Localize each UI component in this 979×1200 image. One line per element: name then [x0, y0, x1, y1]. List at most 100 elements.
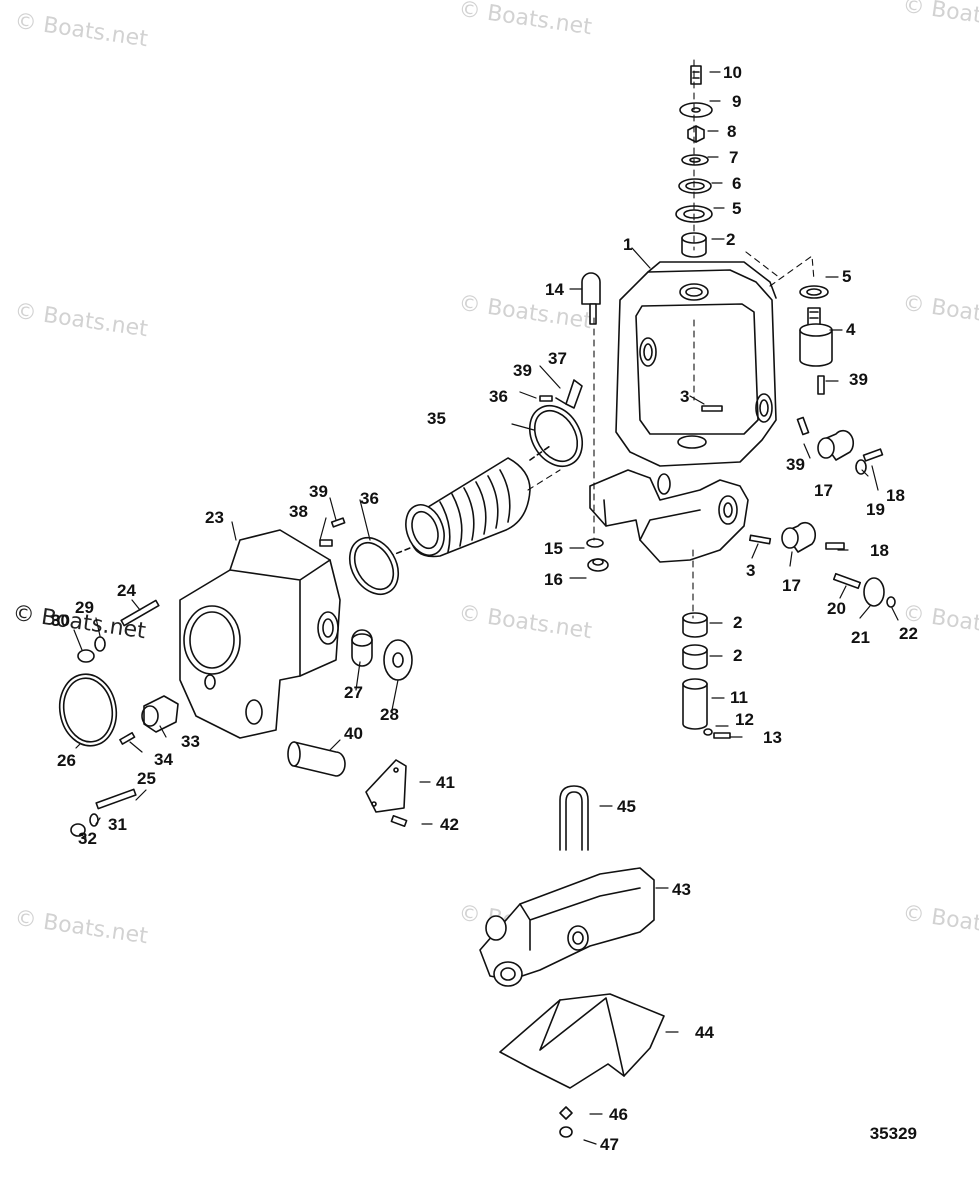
washer-28 [383, 639, 413, 681]
callout-23: 23 [205, 508, 224, 527]
bushing-2-lower-a [682, 612, 708, 638]
callout-9: 9 [732, 92, 742, 111]
screw-13 [713, 732, 731, 739]
callout-17: 17 [814, 481, 833, 500]
clamp-36-upper [528, 405, 584, 467]
callout-39: 39 [849, 370, 868, 389]
fitting-33 [141, 695, 179, 733]
callout-17: 17 [782, 576, 801, 595]
callout-2: 2 [733, 613, 743, 632]
seal-5-right [799, 285, 829, 299]
nut-32 [70, 823, 86, 837]
callout-20: 20 [827, 599, 846, 618]
callout-5: 5 [842, 267, 852, 286]
bushing-17-lower [781, 521, 817, 553]
screw-39-b [796, 416, 810, 436]
screw-3-lower [749, 534, 772, 545]
callout-39: 39 [309, 482, 328, 501]
callout-43: 43 [672, 880, 691, 899]
callout-11: 11 [730, 688, 748, 707]
screw-18-lower [825, 542, 845, 550]
callout-34: 34 [154, 750, 173, 769]
callout-3: 3 [680, 387, 690, 406]
washer-21 [863, 577, 885, 607]
washer-46 [559, 1106, 573, 1120]
washer-9 [679, 102, 713, 118]
callout-3: 3 [746, 561, 756, 580]
leader-lines [73, 71, 899, 1145]
screw-39-right [817, 375, 825, 395]
nut-8 [687, 125, 705, 143]
callout-30: 30 [51, 611, 70, 630]
bellows-35 [405, 457, 531, 558]
housing-43 [479, 867, 655, 987]
callout-45: 45 [617, 797, 636, 816]
screw-10 [690, 65, 702, 85]
nut-30 [77, 649, 95, 663]
screw-18-upper [862, 448, 884, 462]
bell-housing-23 [179, 529, 341, 739]
callout-1: 1 [623, 235, 633, 254]
callout-13: 13 [763, 728, 782, 747]
callout-39: 39 [786, 455, 805, 474]
pin-11 [682, 678, 708, 730]
bushing-17-upper [817, 429, 855, 461]
callout-25: 25 [137, 769, 156, 788]
callout-2: 2 [726, 230, 736, 249]
callout-14: 14 [545, 280, 564, 299]
callout-28: 28 [380, 705, 399, 724]
callout-22: 22 [899, 624, 918, 643]
callout-41: 41 [436, 773, 455, 792]
u-bolt-45 [559, 785, 589, 851]
figure-number: 35329 [869, 1124, 917, 1143]
callout-4: 4 [846, 320, 856, 339]
callout-42: 42 [440, 815, 459, 834]
screw-42 [390, 814, 408, 828]
pin-4 [799, 307, 833, 367]
callout-5: 5 [732, 199, 742, 218]
callout-10: 10 [723, 63, 742, 82]
pin-40 [287, 741, 346, 777]
callout-47: 47 [600, 1135, 619, 1154]
washer-7 [681, 154, 709, 166]
callout-24: 24 [117, 581, 136, 600]
washer-15 [586, 538, 604, 548]
callout-18: 18 [870, 541, 889, 560]
callout-12: 12 [735, 710, 754, 729]
center-lines [527, 59, 815, 619]
washer-19 [855, 459, 867, 475]
callout-7: 7 [729, 148, 739, 167]
callout-35: 35 [427, 409, 446, 428]
callout-44: 44 [695, 1023, 714, 1042]
callout-27: 27 [344, 683, 363, 702]
bushing-2-lower-b [682, 644, 708, 670]
callout-16: 16 [544, 570, 563, 589]
callout-15: 15 [544, 539, 563, 558]
nut-47 [559, 1126, 573, 1138]
callout-37: 37 [548, 349, 567, 368]
callout-8: 8 [727, 122, 737, 141]
screw-20 [832, 572, 862, 590]
pin-14 [581, 272, 601, 325]
nut-22 [886, 596, 896, 608]
callout-18: 18 [886, 486, 905, 505]
nut-16 [587, 558, 609, 572]
gimbal-ring-1 [589, 261, 777, 563]
stud-24 [120, 599, 160, 627]
callout-19: 19 [866, 500, 885, 519]
screw-39-left [330, 517, 346, 528]
screw-34 [119, 731, 136, 745]
callout-26: 26 [57, 751, 76, 770]
clamp-36-lower [348, 536, 400, 596]
washer-31 [89, 813, 99, 827]
washer-12 [703, 728, 713, 736]
callout-2: 2 [733, 646, 743, 665]
o-ring-26 [58, 673, 118, 747]
callout-36: 36 [489, 387, 508, 406]
bushing-6 [678, 178, 712, 194]
screw-39-center [539, 395, 553, 402]
screw-38 [319, 539, 333, 547]
callout-6: 6 [732, 174, 742, 193]
